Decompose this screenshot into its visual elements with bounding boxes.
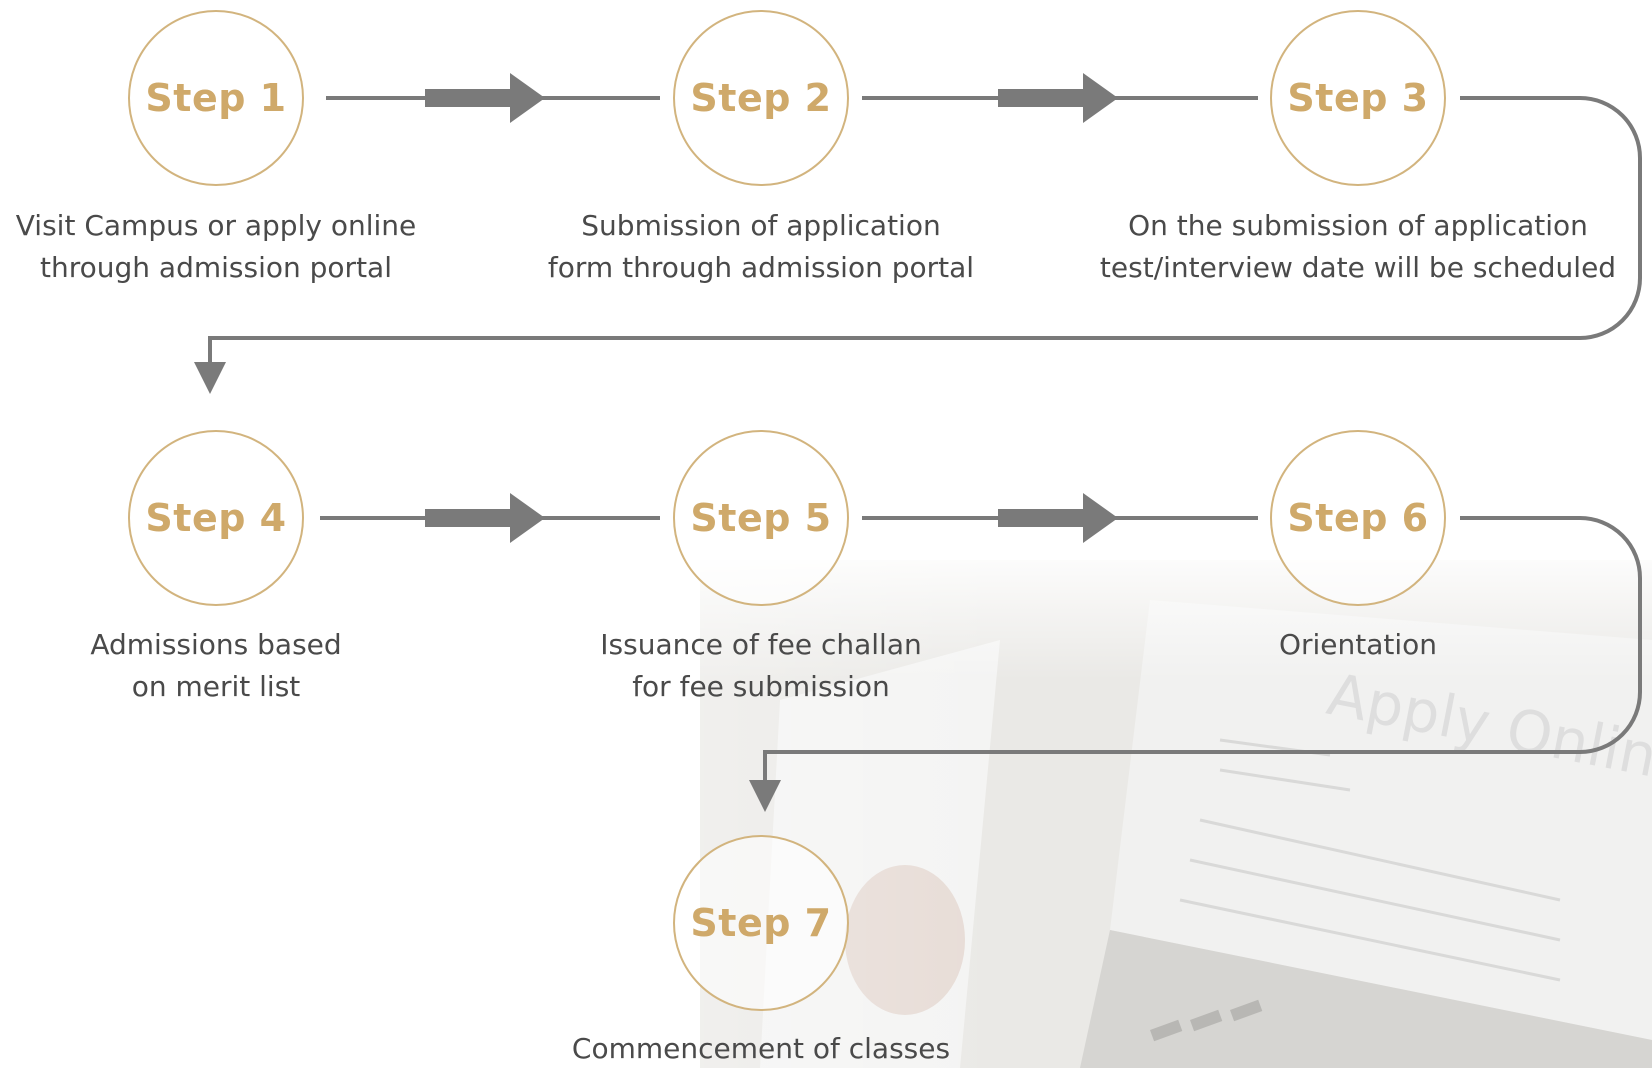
connector-curve xyxy=(208,96,1642,370)
arrow-down-icon xyxy=(749,780,781,812)
step-1-desc-line-1: Visit Campus or apply online xyxy=(15,209,417,242)
step-2-desc-line-1: Submission of application xyxy=(581,209,941,242)
step-5-circle: Step 5 xyxy=(673,430,849,606)
step-2-label: Step 2 xyxy=(690,76,832,120)
step-1-circle: Step 1 xyxy=(128,10,304,186)
step-4-description: Admissions based on merit list xyxy=(0,624,476,708)
step-7-desc-line-1: Commencement of classes xyxy=(571,1032,951,1065)
step-7-label: Step 7 xyxy=(690,901,832,945)
arrow-right-icon xyxy=(998,493,1118,543)
step-4-desc-line-2: on merit list xyxy=(131,670,301,703)
step-6-description: Orientation xyxy=(1098,624,1618,666)
step-2-desc-line-2: form through admission portal xyxy=(547,251,975,284)
step-4-circle: Step 4 xyxy=(128,430,304,606)
step-5-desc-line-2: for fee submission xyxy=(632,670,890,703)
step-1-desc-line-2: through admission portal xyxy=(40,251,392,284)
arrow-right-icon xyxy=(425,73,545,123)
connector-curve xyxy=(763,516,1642,782)
step-2-circle: Step 2 xyxy=(673,10,849,186)
step-7-circle: Step 7 xyxy=(673,835,849,1011)
arrow-down-icon xyxy=(194,362,226,394)
step-3-desc-line-1: On the submission of application xyxy=(1128,209,1588,242)
step-6-label: Step 6 xyxy=(1287,496,1429,540)
step-7-description: Commencement of classes xyxy=(501,1028,1021,1070)
step-2-description: Submission of application form through a… xyxy=(501,205,1021,289)
step-1-description: Visit Campus or apply online through adm… xyxy=(0,205,476,289)
step-4-label: Step 4 xyxy=(145,496,287,540)
step-3-label: Step 3 xyxy=(1287,76,1429,120)
step-5-label: Step 5 xyxy=(690,496,832,540)
step-5-desc-line-1: Issuance of fee challan xyxy=(600,628,922,661)
step-6-desc-line-1: Orientation xyxy=(1278,628,1438,661)
step-3-description: On the submission of application test/in… xyxy=(1098,205,1618,289)
arrow-right-icon xyxy=(425,493,545,543)
arrow-right-icon xyxy=(998,73,1118,123)
step-3-desc-line-2: test/interview date will be scheduled xyxy=(1099,251,1617,284)
step-3-circle: Step 3 xyxy=(1270,10,1446,186)
step-1-label: Step 1 xyxy=(145,76,287,120)
step-4-desc-line-1: Admissions based xyxy=(90,628,342,661)
step-5-description: Issuance of fee challan for fee submissi… xyxy=(501,624,1021,708)
step-6-circle: Step 6 xyxy=(1270,430,1446,606)
